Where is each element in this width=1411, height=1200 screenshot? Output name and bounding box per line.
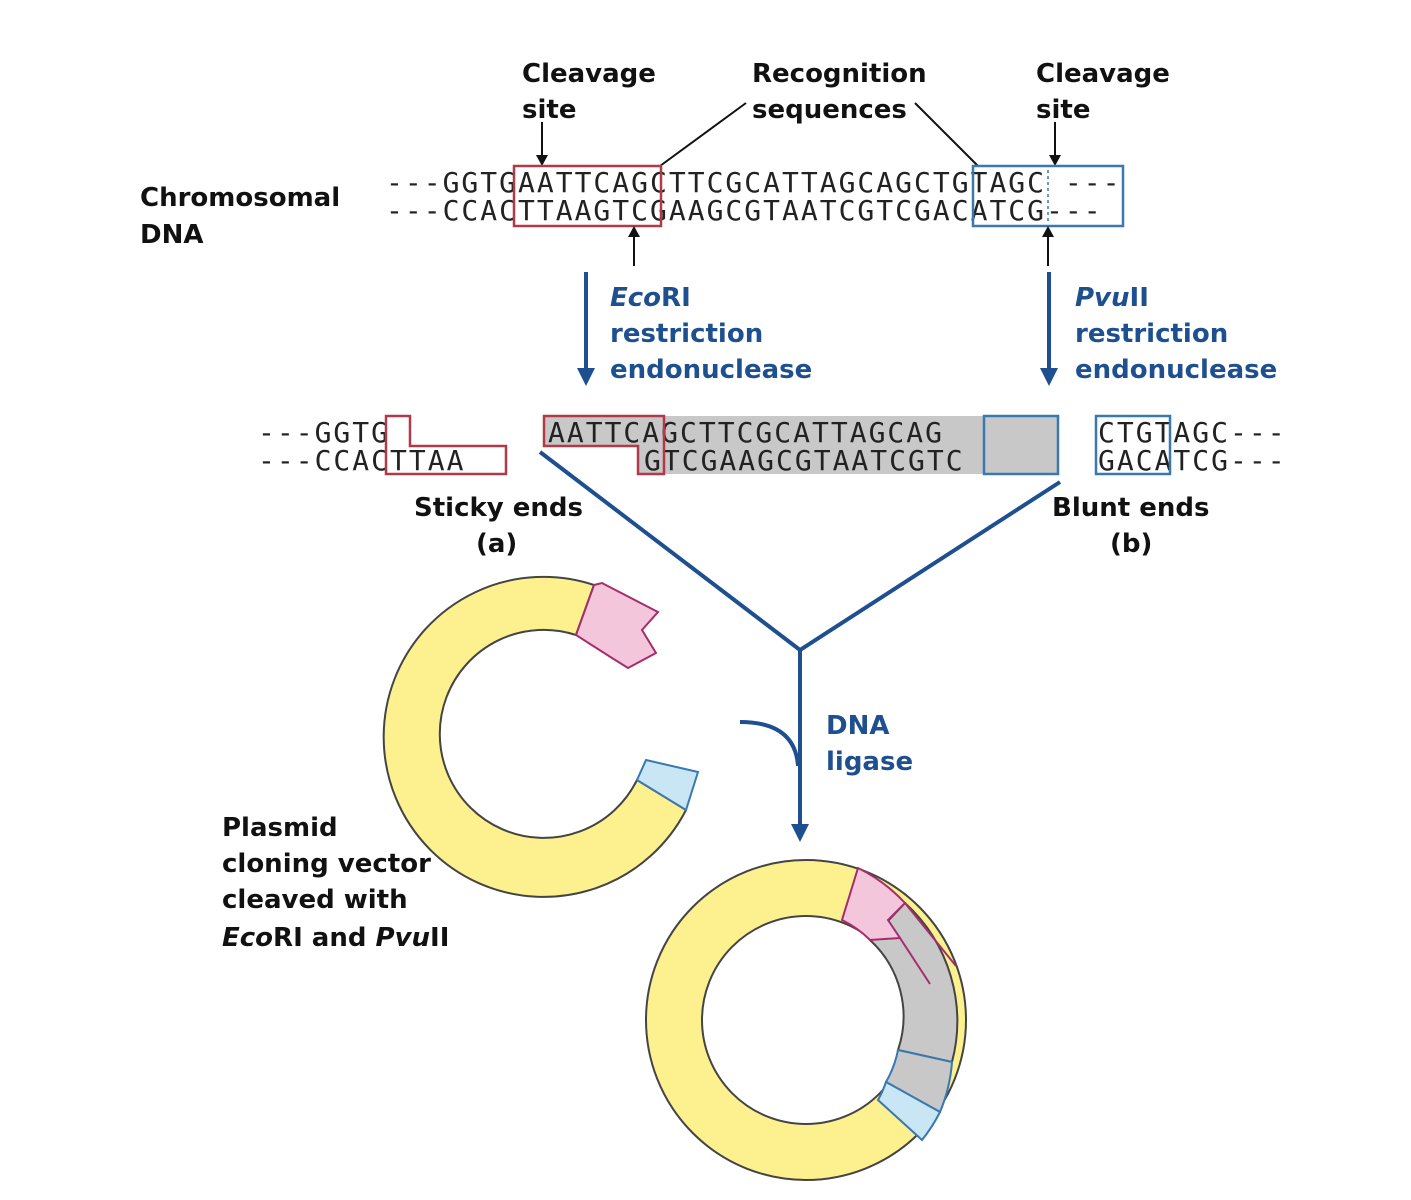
recombinant-outer-edge [645, 859, 967, 1181]
plasmid-label-line2: cloning vector [222, 849, 431, 879]
sticky-ends-label: Sticky ends [414, 493, 583, 523]
recombinant-sticky-junction [840, 866, 907, 942]
ecori-label-line3: endonuclease [610, 355, 812, 385]
recombinant-plasmid [645, 859, 967, 1181]
plasmid-label-line4: EcoRI and PvuII [222, 923, 449, 953]
ligase-label-line2: ligase [826, 747, 913, 777]
recognition-sequences-line1: Recognition [752, 59, 927, 89]
pvuii-arrowhead [1040, 368, 1058, 386]
ecori-recognition-box [512, 164, 663, 228]
cleavage-site-right-line2: site [1036, 95, 1090, 125]
recognition-connector-right [914, 102, 979, 167]
pvuii-label-line2: restriction [1075, 319, 1228, 349]
right-piece-bottom: GACATCG--- [1098, 444, 1287, 477]
cleavage-site-right-line1: Cleavage [1036, 59, 1170, 89]
recognition-sequences-line2: sequences [752, 95, 907, 125]
plasmid-blunt-end [635, 758, 700, 812]
fragment-sticky-end-box [542, 414, 666, 476]
cleaved-plasmid [382, 575, 700, 898]
cleavage-arrowhead-left [536, 155, 548, 166]
cleavage-arrowhead-right [1049, 155, 1061, 166]
ligase-label-line1: DNA [826, 711, 889, 741]
bottom-strand-sequence: ---CCACTTAAGTCGAAGCGTAATCGTCGACATCG--- [386, 194, 1103, 227]
blunt-ends-label: Blunt ends [1052, 493, 1209, 523]
plasmid-label-line1: Plasmid [222, 813, 338, 843]
fragment-blunt-end-box [982, 414, 1060, 476]
blunt-ends-letter: (b) [1110, 529, 1152, 559]
fragment-bottom-strand: GTCGAAGCGTAATCGTC [644, 444, 965, 477]
recombinant-blunt-junction [876, 1080, 942, 1142]
cleavage-site-left-line1: Cleavage [522, 59, 656, 89]
recombinant-sticky-boundary [904, 902, 957, 967]
chromosomal-dna-line2: DNA [140, 220, 203, 250]
top-strand-sequence: ---GGTGAATTCAGCTTCGCATTAGCAGCTGTAGC --- [386, 166, 1121, 199]
pvuii-label-line3: endonuclease [1075, 355, 1277, 385]
cleavage-up-arrowhead-left [628, 226, 640, 237]
left-sticky-end-box [384, 414, 508, 476]
plasmid-backbone [382, 575, 688, 898]
ecori-arrowhead [577, 368, 595, 386]
plasmid-sticky-end [574, 581, 660, 670]
right-blunt-end-box [1094, 414, 1172, 476]
ecori-label-line2: restriction [610, 319, 763, 349]
ecori-label-line1: EcoRI [610, 283, 691, 313]
plasmid-label-line3: cleaved with [222, 885, 408, 915]
recombinant-sticky-boundary-inner [899, 937, 931, 985]
left-piece-top: ---GGTG [258, 416, 390, 449]
fragment-top-strand: AATTCAGCTTCGCATTAGCAG [548, 416, 944, 449]
left-piece-bottom: ---CCACTTAA [258, 444, 465, 477]
ligase-curve [739, 720, 800, 767]
cleavage-up-arrowhead-right [1042, 226, 1054, 237]
fragment-shading [662, 416, 1058, 474]
recognition-connector-left [659, 102, 747, 167]
right-piece-top: CTGTAGC--- [1098, 416, 1287, 449]
ligase-arrowhead [791, 824, 809, 842]
chromosomal-dna-line1: Chromosomal [140, 183, 340, 213]
pvuii-label-line1: PvuII [1075, 283, 1149, 313]
sticky-ends-letter: (a) [476, 529, 517, 559]
cleavage-site-left-line2: site [522, 95, 576, 125]
